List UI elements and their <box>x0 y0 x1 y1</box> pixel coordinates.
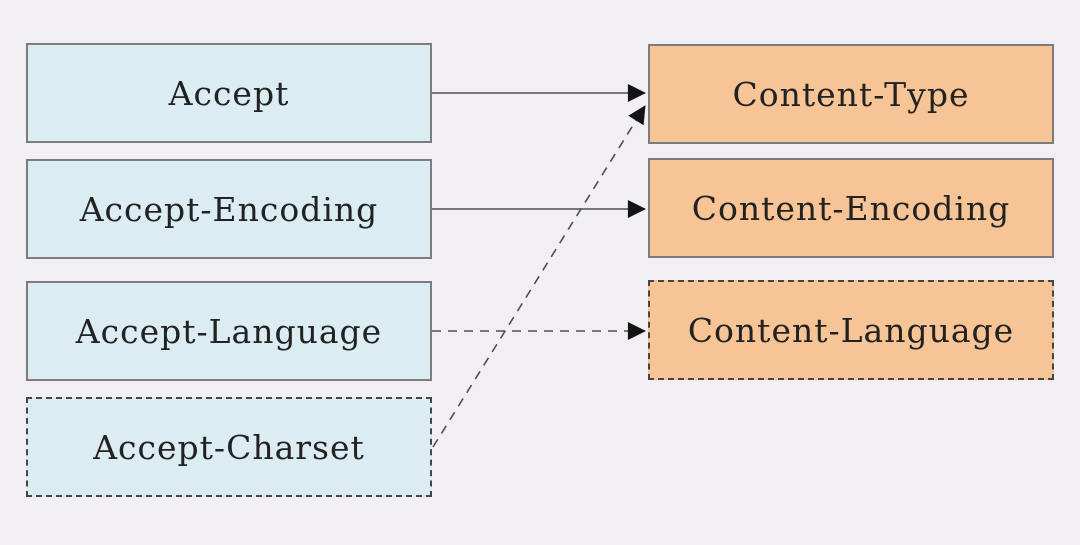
node-content-encoding-label: Content-Encoding <box>691 188 1011 228</box>
node-accept-label: Accept <box>168 73 290 113</box>
node-content-type: Content-Type <box>648 44 1054 144</box>
node-accept-encoding-label: Accept-Encoding <box>79 189 379 229</box>
node-accept-language: Accept-Language <box>26 281 432 381</box>
node-content-encoding: Content-Encoding <box>648 158 1054 258</box>
node-accept: Accept <box>26 43 432 143</box>
node-content-language: Content-Language <box>648 280 1054 380</box>
node-accept-encoding: Accept-Encoding <box>26 159 432 259</box>
node-content-type-label: Content-Type <box>732 74 970 114</box>
node-accept-language-label: Accept-Language <box>75 311 383 351</box>
node-accept-charset-label: Accept-Charset <box>93 427 365 467</box>
edge-accept-charset-to-content-type <box>432 105 646 448</box>
node-content-language-label: Content-Language <box>687 310 1015 350</box>
node-accept-charset: Accept-Charset <box>26 397 432 497</box>
